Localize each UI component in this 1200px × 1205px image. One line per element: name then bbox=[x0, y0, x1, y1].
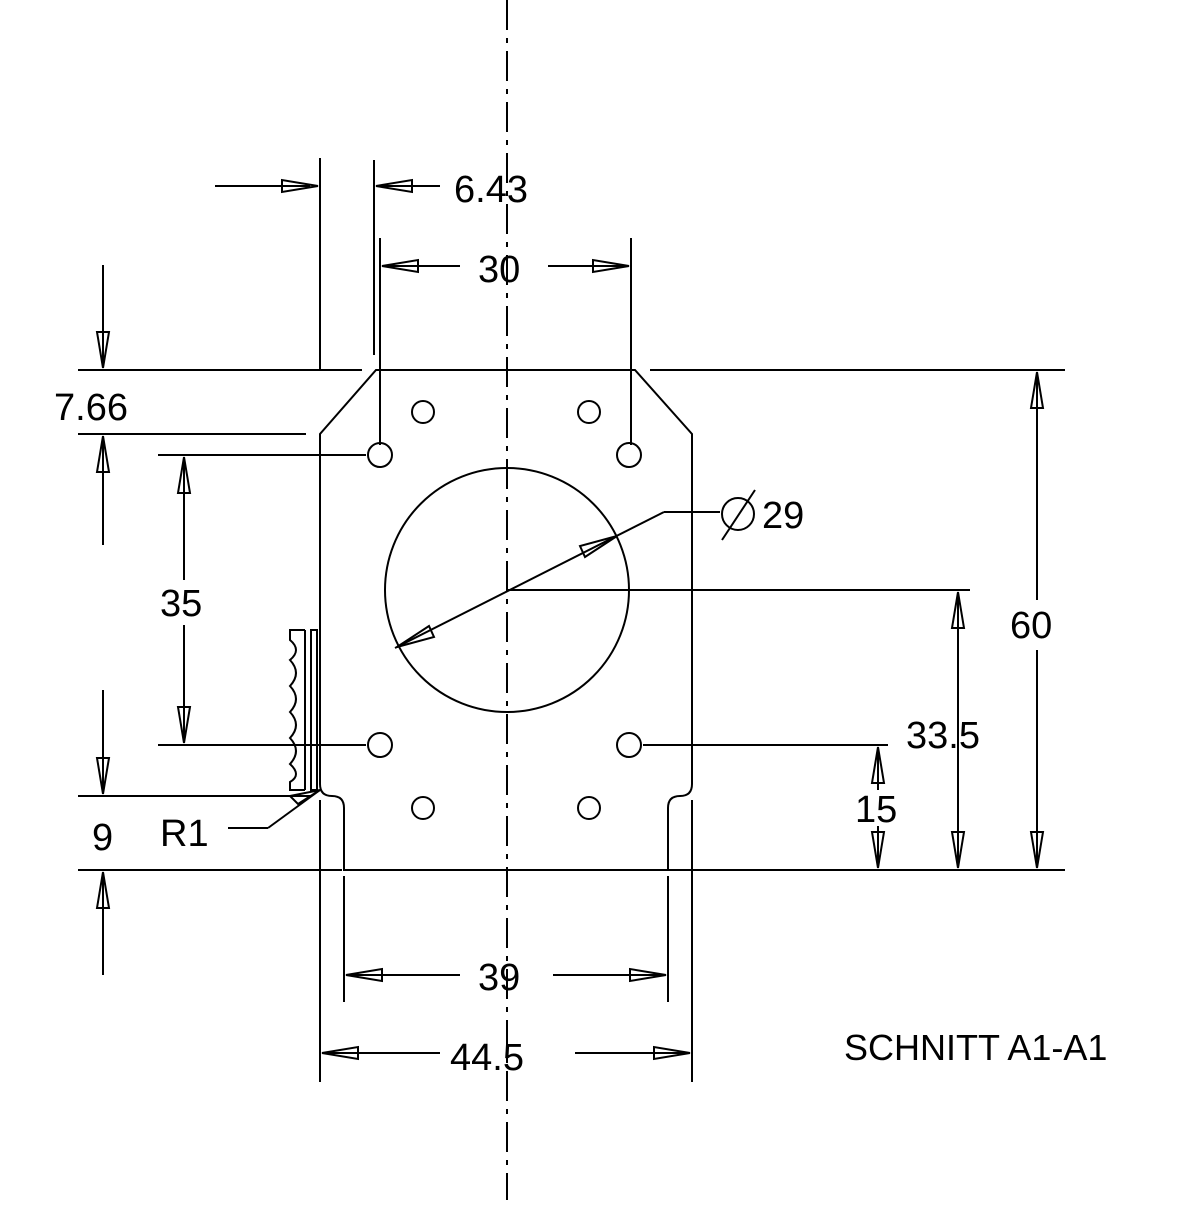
hole-small-top-left bbox=[411, 400, 435, 424]
mounting-holes bbox=[367, 400, 642, 820]
hole-large-bottom-left bbox=[367, 732, 393, 758]
dim-lower-hole-height: 15 bbox=[855, 789, 897, 831]
dim-bore-center-height: 33.5 bbox=[906, 715, 980, 757]
hole-small-bottom-right bbox=[577, 796, 601, 820]
dim-overall-width: 44.5 bbox=[450, 1037, 524, 1079]
dim-hole-spacing-top: 30 bbox=[478, 249, 520, 291]
hole-large-top-left bbox=[367, 442, 393, 468]
dim-inner-width: 39 bbox=[478, 957, 520, 999]
hole-small-bottom-left bbox=[411, 796, 435, 820]
hole-large-top-right bbox=[616, 442, 642, 468]
section-profile bbox=[288, 629, 318, 791]
dim-bottom-height: 9 bbox=[92, 817, 113, 859]
dim-hole-spacing-vertical: 35 bbox=[160, 583, 202, 625]
hole-small-top-right bbox=[577, 400, 601, 424]
dim-overall-height: 60 bbox=[1010, 605, 1052, 647]
dim-chamfer-height: 7.66 bbox=[54, 387, 128, 429]
section-title: SCHNITT A1-A1 bbox=[844, 1027, 1107, 1068]
dimension-arrows bbox=[95, 178, 1045, 1061]
dim-hole-offset: 6.43 bbox=[454, 169, 528, 211]
dim-bore-diameter: 29 bbox=[762, 495, 804, 537]
hole-large-bottom-right bbox=[616, 732, 642, 758]
dimension-lines bbox=[78, 158, 1065, 1082]
dim-corner-radius: R1 bbox=[160, 813, 209, 855]
diameter-symbol-icon bbox=[721, 489, 756, 541]
